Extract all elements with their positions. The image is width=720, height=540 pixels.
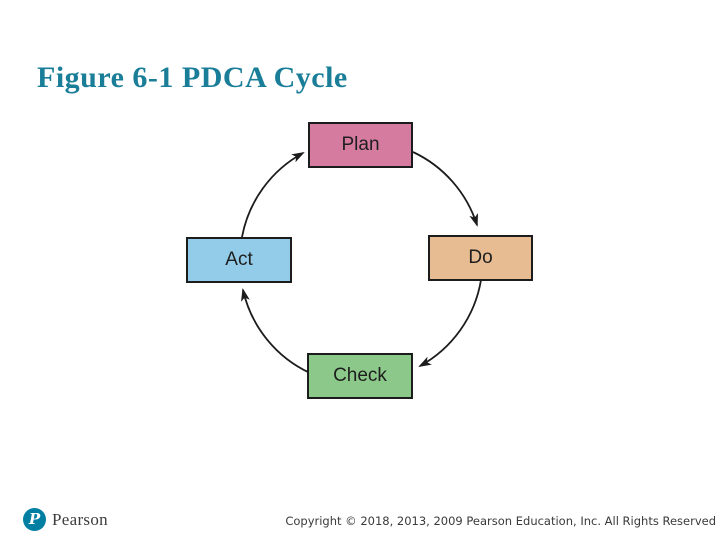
arrow-act-to-plan (241, 152, 305, 238)
node-plan-label: Plan (341, 134, 380, 155)
node-check: Check (307, 353, 413, 399)
pearson-logo: P Pearson (23, 508, 108, 531)
arrow-do-to-check (418, 279, 482, 367)
arrow-check-to-act (241, 288, 311, 374)
node-do: Do (428, 235, 533, 281)
pearson-logo-letter: P (28, 509, 41, 528)
node-act-label: Act (225, 249, 253, 270)
node-plan: Plan (308, 122, 413, 168)
node-act: Act (186, 237, 292, 283)
arrow-plan-to-do (412, 151, 478, 227)
slide-title: Figure 6-1 PDCA Cycle (37, 61, 348, 94)
pearson-wordmark: Pearson (52, 509, 108, 529)
node-do-label: Do (468, 247, 493, 268)
copyright-text: Copyright © 2018, 2013, 2009 Pearson Edu… (285, 514, 716, 528)
pearson-logo-icon: P (23, 508, 46, 531)
node-check-label: Check (333, 365, 387, 386)
